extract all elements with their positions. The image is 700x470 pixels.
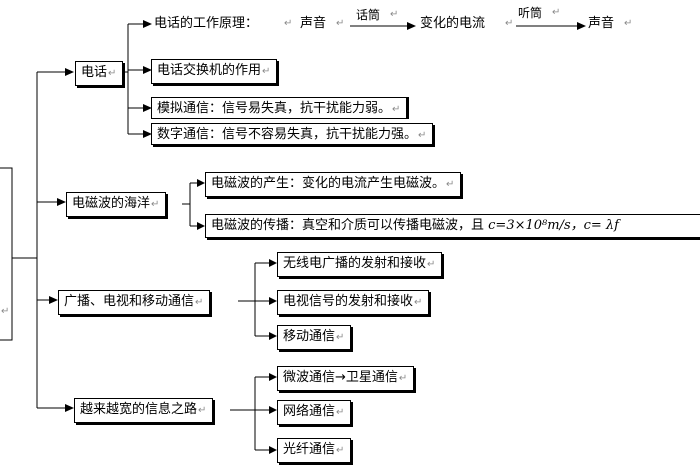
node-network-comm[interactable]: 网络通信↵ xyxy=(277,400,352,425)
phone-principle-label: 电话的工作原理： xyxy=(154,16,259,31)
node-network-comm-label: 网络通信 xyxy=(283,404,336,419)
node-broadcast-tv-mobile[interactable]: 广播、电视和移动通信↵ xyxy=(58,290,211,315)
return-mark: ↵ xyxy=(336,445,345,456)
node-radio-broadcast[interactable]: 无线电广播的发射和接收↵ xyxy=(277,252,443,277)
arrow2-label-receiver: 听筒 xyxy=(518,6,543,20)
node-mobile-comm[interactable]: 移动通信↵ xyxy=(277,325,352,350)
node-microwave-satellite[interactable]: 微波通信→卫星通信↵ xyxy=(277,366,415,391)
root-box-outline xyxy=(0,167,13,341)
root-return-mark: ↵ xyxy=(1,306,10,317)
node-fiber-comm-label: 光纤通信 xyxy=(283,442,336,457)
return-mark: ↵ xyxy=(418,130,427,141)
return-mark: ↵ xyxy=(427,259,436,270)
node-tv-signal-label: 电视信号的发射和接收 xyxy=(283,294,414,309)
node-em-generation[interactable]: 电磁波的产生：变化的电流产生电磁波。↵ xyxy=(205,172,462,197)
node-analog-comm[interactable]: 模拟通信：信号易失真，抗干扰能力弱。↵ xyxy=(151,97,408,119)
node-em-propagation[interactable]: 电磁波的传播：真空和介质可以传播电磁波，且 c=3×10⁸m/s，c= λf xyxy=(205,214,700,238)
node-em-generation-label: 电磁波的产生：变化的电流产生电磁波。 xyxy=(211,176,446,191)
principle-sound-2: 声音 xyxy=(588,16,615,31)
return-mark: ↵ xyxy=(151,199,160,210)
return-mark: ↵ xyxy=(392,104,401,115)
node-fiber-comm[interactable]: 光纤通信↵ xyxy=(277,438,352,463)
node-analog-comm-label: 模拟通信：信号易失真，抗干扰能力弱。 xyxy=(157,101,392,116)
node-phone-label: 电话 xyxy=(81,65,108,80)
return-mark: ↵ xyxy=(552,7,561,18)
em-formula: c=3×10⁸m/s，c= λf xyxy=(488,218,619,233)
node-phone[interactable]: 电话↵ xyxy=(75,61,124,86)
node-phone-exchange-label: 电话交换机的作用 xyxy=(157,63,262,78)
return-mark: ↵ xyxy=(336,332,345,343)
node-em-waves[interactable]: 电磁波的海洋↵ xyxy=(66,192,167,217)
node-digital-comm-label: 数字通信：信号不容易失真，抗干扰能力强。 xyxy=(157,127,418,142)
principle-sound-1: 声音 xyxy=(300,16,327,31)
node-broadcast-label: 广播、电视和移动通信 xyxy=(64,294,195,309)
principle-middle-current: 变化的电流 xyxy=(420,16,486,31)
return-mark: ↵ xyxy=(505,18,514,29)
node-em-waves-label: 电磁波的海洋 xyxy=(72,196,151,211)
node-tv-signal[interactable]: 电视信号的发射和接收↵ xyxy=(277,290,430,315)
return-mark: ↵ xyxy=(198,405,207,416)
return-mark: ↵ xyxy=(446,179,455,190)
node-em-propagation-label: 电磁波的传播：真空和介质可以传播电磁波，且 xyxy=(211,218,489,233)
return-mark: ↵ xyxy=(262,66,271,77)
return-mark: ↵ xyxy=(336,18,345,29)
node-radio-broadcast-label: 无线电广播的发射和接收 xyxy=(283,256,427,271)
node-microwave-label: 微波通信→卫星通信 xyxy=(283,370,398,385)
node-phone-exchange[interactable]: 电话交换机的作用↵ xyxy=(151,59,278,84)
return-mark: ↵ xyxy=(624,18,633,29)
node-digital-comm[interactable]: 数字通信：信号不容易失真，抗干扰能力强。↵ xyxy=(151,123,434,145)
return-mark: ↵ xyxy=(284,18,293,29)
return-mark: ↵ xyxy=(336,407,345,418)
return-mark: ↵ xyxy=(195,297,204,308)
arrow1-label-mic: 话筒 xyxy=(356,8,381,22)
return-mark: ↵ xyxy=(108,68,117,79)
return-mark: ↵ xyxy=(398,373,408,384)
return-mark: ↵ xyxy=(414,297,423,308)
node-info-road-label: 越来越宽的信息之路 xyxy=(80,402,198,417)
node-info-road[interactable]: 越来越宽的信息之路↵ xyxy=(74,398,214,423)
node-mobile-comm-label: 移动通信 xyxy=(283,329,336,344)
return-mark: ↵ xyxy=(390,9,399,20)
